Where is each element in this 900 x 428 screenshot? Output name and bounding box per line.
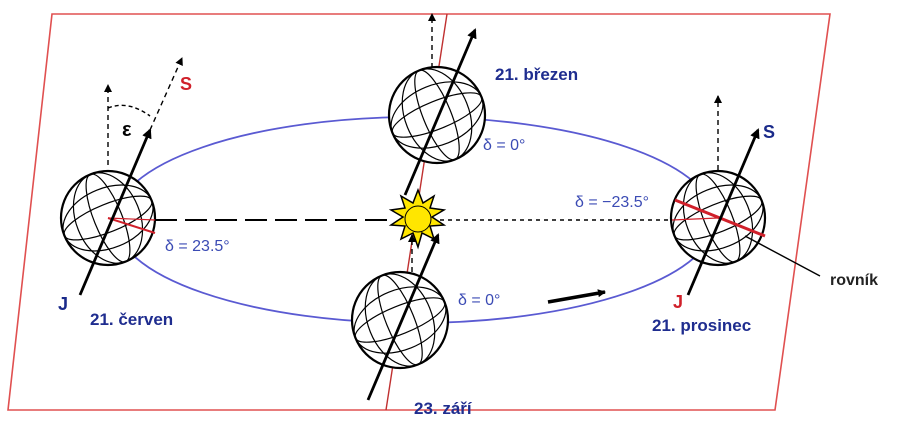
- epsilon-arc: [107, 104, 151, 117]
- earth-march-globe: [387, 65, 487, 165]
- earth-september-globe: [350, 270, 450, 370]
- earth-september-axis: [366, 233, 440, 401]
- south-label-december: J: [673, 292, 683, 312]
- earth-june-globe: [59, 169, 157, 267]
- september-label: 23. září: [414, 399, 473, 418]
- march-delta: δ = 0°: [483, 137, 525, 154]
- earth-december-axis: [686, 128, 760, 296]
- december-delta: δ = −23.5°: [575, 194, 649, 211]
- epsilon-label: ε: [122, 119, 132, 141]
- earth-march-axis: [403, 28, 477, 196]
- september-delta: δ = 0°: [458, 292, 500, 309]
- equator-pointer: [744, 235, 821, 277]
- june-label: 21. červen: [90, 310, 173, 329]
- june-delta: δ = 23.5°: [165, 238, 230, 255]
- earth-june-axis: [78, 128, 152, 296]
- equator-label: rovník: [830, 272, 878, 289]
- ecliptic-plane: [7, 13, 831, 411]
- sun-icon: [388, 187, 447, 250]
- december-label: 21. prosinec: [652, 316, 751, 335]
- march-label: 21. březen: [495, 65, 578, 84]
- earth-december-globe: [669, 169, 767, 267]
- orbit-direction-arrow: [547, 289, 606, 304]
- south-label-june: J: [58, 294, 68, 314]
- earth-june-axis-ext: [149, 57, 183, 131]
- north-label-december: S: [763, 122, 775, 142]
- north-label-june: S: [180, 74, 192, 94]
